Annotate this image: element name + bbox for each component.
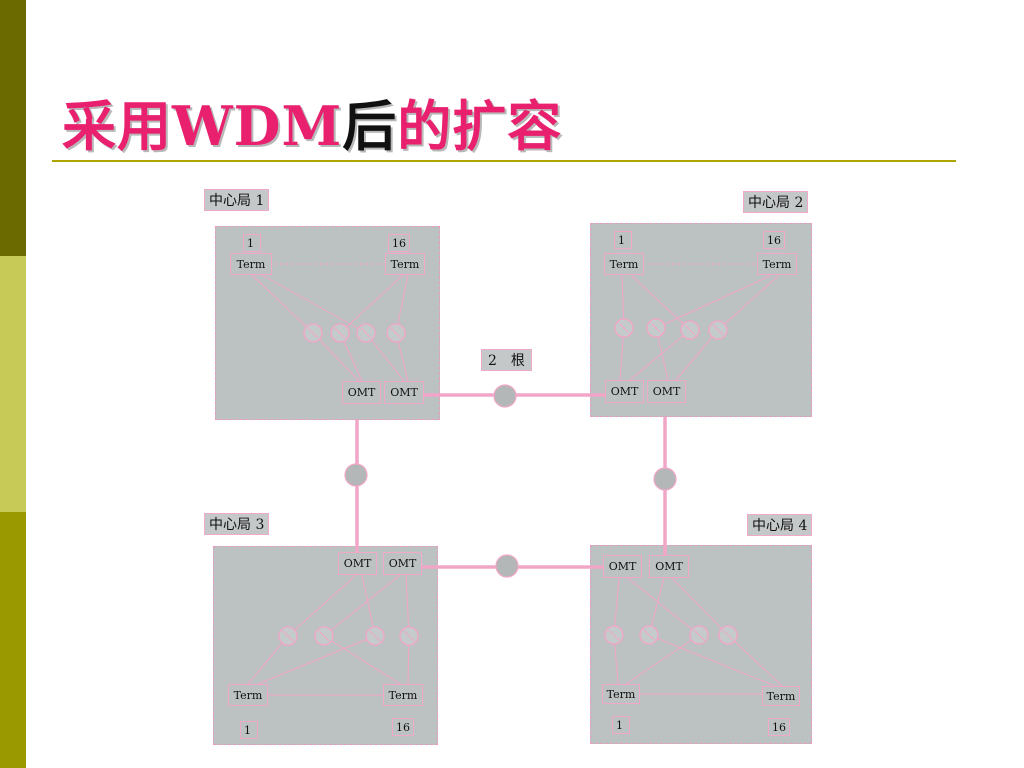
office-3-label: 中心局 3 bbox=[204, 513, 270, 535]
office-4-channel-last: 16 bbox=[768, 718, 790, 736]
office-2-channel-first: 1 bbox=[614, 231, 632, 249]
office-1-term-last: Term bbox=[385, 253, 425, 275]
sidebar-band-middle bbox=[0, 256, 26, 512]
office-2-channel-last: 16 bbox=[763, 231, 785, 249]
office-1-omt-right: OMT bbox=[384, 381, 424, 404]
office-1-wiring bbox=[251, 263, 409, 382]
office-1-term-first: Term bbox=[230, 253, 272, 275]
fiber-links bbox=[355, 393, 667, 569]
office-1-channel-first: 1 bbox=[243, 234, 261, 252]
office-1-omt-left: OMT bbox=[342, 381, 381, 404]
title-part-2: 后 bbox=[342, 94, 398, 158]
office-3-channel-last: 16 bbox=[392, 718, 414, 736]
office-3-term-last: Term bbox=[383, 684, 423, 706]
office-4-omt-right: OMT bbox=[649, 555, 689, 578]
office-4-omt-left: OMT bbox=[603, 555, 642, 578]
title-part-3: 的扩容 bbox=[397, 94, 563, 158]
sidebar-band-bottom bbox=[0, 512, 26, 768]
office-2-omt-left: OMT bbox=[605, 380, 644, 403]
title-part-1: 采用WDM bbox=[62, 94, 343, 158]
fiber-circles bbox=[344, 384, 677, 578]
office-2-wiring bbox=[619, 263, 779, 381]
office-3-omt-left: OMT bbox=[338, 552, 377, 575]
office-1-channel-last: 16 bbox=[388, 234, 410, 252]
sidebar-band-top bbox=[0, 0, 26, 256]
office-4-panel bbox=[590, 545, 812, 744]
office-3-omt-right: OMT bbox=[383, 552, 422, 575]
title-underline bbox=[52, 160, 956, 162]
office-2-label: 中心局 2 bbox=[743, 191, 809, 213]
office-4-wiring bbox=[613, 577, 783, 695]
slide-title: 采用WDM后的扩容 bbox=[62, 82, 562, 161]
fiber-count-label: 2 根 bbox=[481, 349, 532, 371]
office-4-channel-first: 1 bbox=[612, 716, 630, 734]
office-1-label: 中心局 1 bbox=[204, 189, 270, 211]
office-2-omt-right: OMT bbox=[647, 380, 686, 403]
office-3-wiring bbox=[247, 574, 410, 696]
mux-circle-marks bbox=[282, 322, 734, 642]
office-4-label: 中心局 4 bbox=[747, 514, 813, 536]
office-3-term-first: Term bbox=[228, 684, 268, 706]
office-2-term-first: Term bbox=[604, 253, 644, 275]
office-4-term-last: Term bbox=[762, 686, 800, 706]
office-4-term-first: Term bbox=[602, 684, 640, 704]
office-3-channel-first: 1 bbox=[240, 721, 258, 739]
office-2-term-last: Term bbox=[757, 253, 797, 275]
